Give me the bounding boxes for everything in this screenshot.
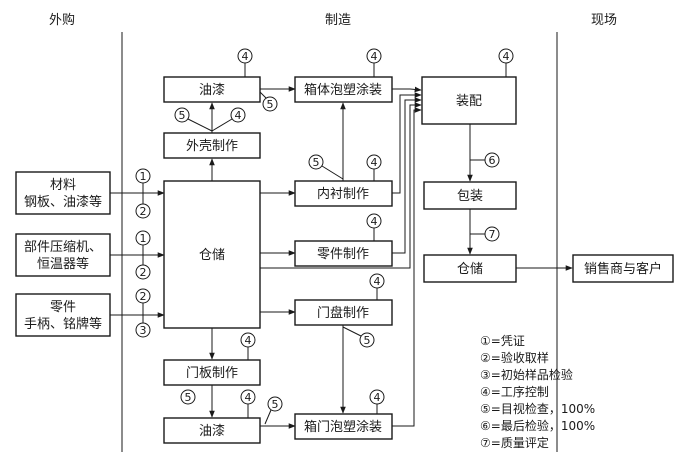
legend-item: ②=验收取样 (480, 350, 549, 365)
svg-text:5: 5 (272, 398, 279, 411)
svg-text:4: 4 (503, 50, 510, 63)
svg-text:3: 3 (140, 324, 147, 337)
svg-text:4: 4 (371, 215, 378, 228)
door-foam-label: 箱门泡塑涂装 (304, 419, 382, 435)
storage-label: 仓储 (199, 248, 225, 263)
svg-text:2: 2 (140, 205, 147, 218)
circle-5 (180, 389, 196, 405)
arrow-liner-assembly (392, 92, 422, 194)
dealer-box (572, 254, 674, 283)
svg-text:4: 4 (374, 391, 381, 404)
svg-text:5: 5 (364, 334, 371, 347)
svg-text:6: 6 (489, 154, 496, 167)
svg-text:5: 5 (179, 109, 186, 122)
liner-box (294, 180, 393, 207)
liner-label: 内衬制作 (317, 186, 369, 202)
circle-5 (267, 396, 283, 412)
arrow-boxfoam-assembly (392, 86, 422, 93)
box-foam-box (294, 76, 393, 103)
svg-text:7: 7 (489, 228, 496, 241)
door-tray-label: 门盘制作 (317, 305, 369, 321)
svg-text:4: 4 (245, 391, 252, 404)
legend-item: ④=工序控制 (480, 384, 549, 399)
arrow-storage-assembly (260, 102, 422, 269)
materials-sublabel: 钢板、油漆等 (24, 194, 102, 210)
shell-label: 外壳制作 (186, 139, 238, 154)
arrow-doorfoam-assembly (392, 107, 422, 427)
circle-5 (308, 154, 324, 170)
components-box (15, 293, 111, 337)
door-foam-box (294, 413, 393, 440)
dealer-label: 销售商与客户 (584, 261, 662, 277)
section-site: 现场 (591, 13, 617, 28)
paint-bottom-box (163, 417, 261, 444)
legend: ①=凭证 ②=验收取样 ③=初始样品检验 ④=工序控制 ⑤=目视检查，100% … (480, 333, 595, 450)
components-label: 零件 (50, 300, 76, 315)
circle-5 (262, 96, 278, 112)
storage-box (163, 180, 261, 329)
svg-text:4: 4 (245, 334, 252, 347)
circle-3 (135, 322, 151, 338)
packaging-box (423, 181, 517, 210)
svg-text:5: 5 (185, 391, 192, 404)
assembly-label: 装配 (456, 94, 482, 109)
storage2-box (423, 254, 517, 283)
svg-text:5: 5 (267, 98, 274, 111)
section-outsourcing: 外购 (49, 12, 75, 28)
svg-text:4: 4 (371, 50, 378, 63)
svg-text:4: 4 (235, 109, 242, 122)
legend-item: ③=初始样品检验 (480, 367, 573, 382)
svg-text:1: 1 (140, 232, 147, 245)
legend-item: ⑤=目视检查，100% (480, 401, 595, 416)
section-manufacturing: 制造 (325, 13, 351, 28)
circle-5 (174, 107, 190, 123)
packaging-label: 包装 (457, 189, 483, 204)
circle-2 (135, 203, 151, 219)
parts-label: 部件压缩机、 (24, 239, 102, 255)
storage2-label: 仓储 (457, 262, 483, 277)
parts-make-label: 零件制作 (317, 247, 369, 262)
svg-text:4: 4 (242, 50, 249, 63)
circle-4 (230, 107, 246, 123)
paint-bottom-label: 油漆 (199, 423, 225, 439)
parts-box (15, 233, 111, 277)
svg-text:1: 1 (140, 170, 147, 183)
legend-item: ⑦=质量评定 (480, 435, 549, 450)
circle-2 (135, 264, 151, 280)
circle-5 (359, 332, 375, 348)
door-panel-label: 门板制作 (186, 366, 238, 381)
svg-text:5: 5 (313, 156, 320, 169)
svg-text:4: 4 (371, 156, 378, 169)
legend-item: ①=凭证 (480, 333, 525, 348)
parts-sublabel: 恒温器等 (37, 256, 89, 272)
svg-text:4: 4 (374, 275, 381, 288)
svg-text:2: 2 (140, 266, 147, 279)
box-foam-label: 箱体泡塑涂装 (304, 82, 382, 98)
arrow-partsmake-assembly (392, 97, 422, 254)
legend-item: ⑥=最后检验，100% (480, 418, 595, 433)
materials-label: 材料 (50, 178, 76, 193)
parts-make-box (294, 240, 393, 267)
paint-top-label: 油漆 (199, 82, 225, 98)
svg-text:2: 2 (140, 290, 147, 303)
components-sublabel: 手柄、铭牌等 (24, 316, 102, 332)
door-panel-box (163, 359, 261, 386)
assembly-box (421, 76, 517, 125)
